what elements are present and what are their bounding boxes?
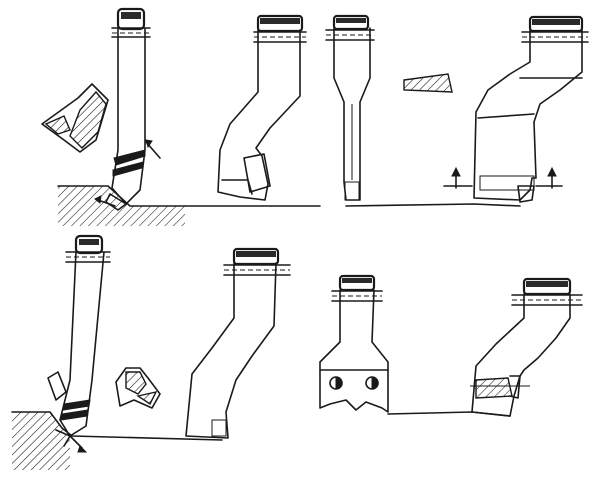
bent-tool-bottom-left bbox=[185, 247, 291, 439]
feed-arrow-top-left bbox=[94, 139, 161, 207]
tapered-section-top-right bbox=[403, 73, 453, 93]
chip-section-top-left bbox=[41, 83, 109, 153]
offset-tool-top-right bbox=[473, 15, 589, 203]
baseline-top-right bbox=[345, 203, 521, 207]
offset-tool-with-insert bbox=[470, 277, 583, 417]
form-tool bbox=[319, 274, 389, 413]
straight-tool bbox=[105, 7, 151, 211]
panel-top-right bbox=[325, 14, 589, 207]
necked-parting-tool bbox=[325, 14, 375, 201]
workpiece-top-left bbox=[57, 185, 321, 226]
bent-tool-top-left bbox=[217, 14, 307, 201]
panel-top-left bbox=[41, 7, 321, 226]
baseline-bottom-right bbox=[387, 411, 511, 417]
workpiece-bottom-left bbox=[11, 411, 223, 470]
feed-arrows-top-right bbox=[443, 166, 563, 189]
chip-section-bottom-left bbox=[115, 367, 161, 409]
panel-bottom-left bbox=[11, 234, 291, 470]
inclined-tool bbox=[47, 234, 111, 453]
panel-bottom-right bbox=[319, 274, 583, 417]
